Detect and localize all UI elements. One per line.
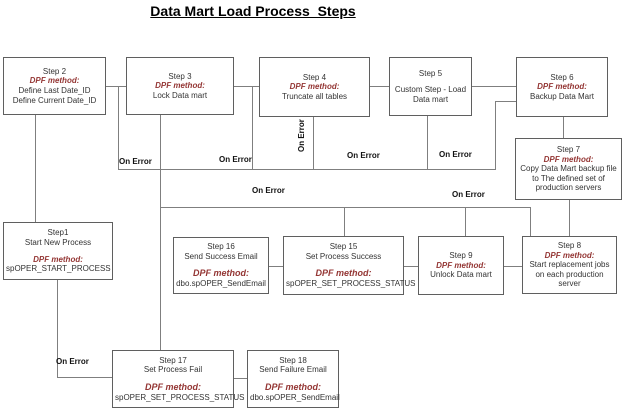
step-18-text-line: DPF method: (265, 381, 321, 392)
step-18-text-line: Step 18 (279, 355, 307, 365)
step-8-text-line: Step 8 (557, 241, 582, 251)
step-9-text-line: Unlock Data mart (430, 270, 492, 280)
conn-step7-step8-line (569, 200, 570, 236)
step-8-text-line: Start replacement jobs on each productio… (529, 260, 610, 289)
on-error-label: On Error (252, 186, 285, 195)
conn-step16-step15-line (269, 266, 283, 267)
step-15-text-line: Step 15 (329, 242, 358, 252)
step-15-text-line: DPF method: (315, 268, 372, 279)
step-3-text-line: Lock Data mart (152, 90, 208, 100)
conn-step15-step9-line (404, 266, 418, 267)
step-16-text-line: Send Success Email (184, 251, 258, 261)
step-2-text-line: DPF method: (29, 76, 80, 86)
error-bus-1-line (118, 169, 496, 170)
riser-bus1-step6-line (495, 101, 496, 170)
drop-bus2-step8-line (530, 207, 531, 236)
step-17-text-line: Step 17 (159, 355, 187, 365)
step-5-box: Step 5 Custom Step - Load Data mart (389, 57, 472, 116)
on-error-label: On Error (439, 150, 472, 159)
step-16-text-line: dbo.spOPER_SendEmail (176, 279, 266, 289)
step-17-text-line: DPF method: (145, 381, 201, 392)
step-4-text-line: Step 4 (302, 72, 327, 82)
step-18-text-line: Send Failure Email (259, 365, 327, 375)
step-4-text-line: Truncate all tables (281, 91, 348, 101)
step-3-text-line: DPF method: (155, 81, 205, 91)
conn-step2-step3-line (106, 86, 126, 87)
step-9-text-line: Step 9 (449, 251, 473, 261)
step-2-text-line: Define Current Date_ID (12, 95, 97, 105)
step-1-text-line: spOPER_START_PROCESS (6, 264, 111, 274)
step-7-text-line: DPF method: (543, 154, 594, 164)
on-error-label: On Error (347, 151, 380, 160)
step-18-text-line: dbo.spOPER_SendEmail (250, 392, 340, 402)
step-6-text-line: Backup Data Mart (529, 91, 595, 101)
on-error-label: On Error (119, 157, 152, 166)
step-9-text-line: DPF method: (436, 260, 486, 270)
drop-bus2-step15-line (344, 207, 345, 236)
step-2-text-line: Define Last Date_ID (18, 86, 91, 95)
on-error-label: On Error (56, 357, 89, 366)
step-7-text-line: Copy Data Mart backup file to The define… (520, 164, 617, 193)
conn-step5-step6-line (472, 86, 516, 87)
step-4-text-line: DPF method: (289, 82, 340, 92)
on-error-label: On Error (452, 190, 485, 199)
step-7-text-line: Step 7 (556, 145, 581, 155)
step-15-text-line: Set Process Success (305, 251, 382, 261)
step-1-text-line: Start New Process (24, 237, 92, 247)
drop-step5-bus1-line (427, 116, 428, 170)
step-2-text-line: Step 2 (42, 66, 67, 76)
link-step1-step17-line (57, 377, 112, 378)
on-error-label: On Error (219, 155, 252, 164)
drop-conn34-bus1-line (252, 86, 253, 170)
error-bus-2-line (160, 207, 531, 208)
step-16-text-line: Step 16 (207, 242, 235, 252)
drop-step1-down-line (57, 280, 58, 377)
conn-step6-step7-line (563, 117, 564, 138)
conn-step4-step5-line (370, 86, 389, 87)
step-6-text-line: Step 6 (550, 72, 574, 82)
step-1-text-line: DPF method: (33, 254, 83, 264)
step-5-text-line: Custom Step - Load Data mart (394, 85, 467, 104)
step-8-text-line: DPF method: (544, 250, 595, 260)
drop-conn23-bus1-line (118, 86, 119, 170)
step-17-text-line: Set Process Fail (143, 365, 203, 375)
step-6-text-line: DPF method: (537, 82, 587, 92)
page-title: Data Mart Load Process Steps (150, 3, 356, 19)
conn-step9-step8-line (504, 266, 522, 267)
link-riser-step6-line (495, 101, 516, 102)
drop-bus2-step9-line (465, 207, 466, 236)
step-1-text-line: Step1 (47, 228, 69, 238)
step-17-text-line: spOPER_SET_PROCESS_STATUS (115, 392, 245, 402)
on-error-label: On Error (297, 119, 306, 152)
conn-step17-step18-line (234, 378, 247, 379)
drop-step4-bus1-line (313, 117, 314, 170)
drop-step2-step1-line (35, 115, 36, 222)
step-3-text-line: Step 3 (168, 71, 192, 81)
step-16-text-line: DPF method: (193, 268, 249, 279)
drop-step3-step17-line (160, 115, 161, 350)
step-15-text-line: spOPER_SET_PROCESS_STATUS (286, 279, 416, 289)
conn-step3-step4-line (234, 86, 259, 87)
step-5-text-line: Step 5 (418, 68, 443, 78)
